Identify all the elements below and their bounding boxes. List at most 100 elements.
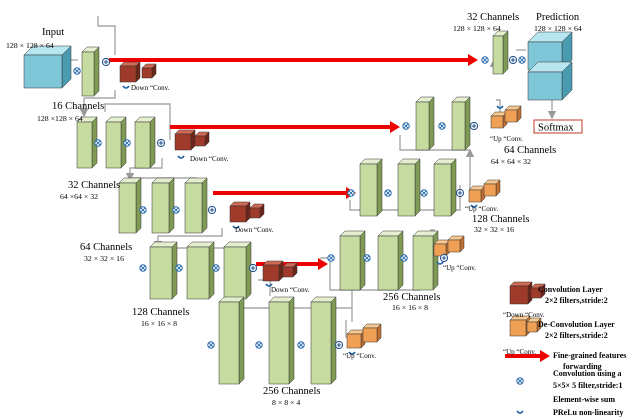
up-conv-label-4: “Up “Conv. (343, 352, 376, 360)
stage5-title: 256 Channels (263, 386, 320, 397)
legend-deconv-caption: “Up “Conv. (503, 348, 536, 356)
prelu-up3 (436, 261, 444, 265)
sum-s2-2 (123, 139, 131, 147)
up4-block-3 (412, 230, 439, 291)
softmax-box (533, 119, 583, 134)
legend-deconv-detail: 2×2 filters,stride:2 (545, 331, 608, 340)
forward-arrow-1 (109, 54, 478, 66)
up-conv-label-2: “Up “Conv. (465, 205, 498, 213)
down-conv-1a (119, 61, 141, 83)
plus-stage1 (101, 57, 111, 67)
up-conv-1a (490, 111, 508, 129)
sum-u2-2 (438, 122, 446, 130)
stage4-block-2 (186, 241, 215, 300)
sum-s4-2 (212, 264, 220, 272)
stage5-block-2 (268, 296, 295, 385)
up1-dims: 128 × 128 × 64 (453, 24, 501, 33)
prediction-dims: 128 × 128 × 64 (534, 24, 582, 33)
up-conv-2a (468, 185, 486, 203)
up3-block-3 (433, 158, 457, 217)
legend-conv-detail: 2×2 filters,stride:2 (545, 296, 608, 305)
up4-dims: 16 × 16 × 8 (392, 303, 428, 312)
prediction-title: Prediction (536, 12, 580, 23)
prelu-down3 (232, 225, 240, 229)
stage4-dims: 16 × 16 × 8 (141, 319, 177, 328)
down-conv-1b (141, 63, 157, 79)
stage1-title: 16 Channels (52, 101, 104, 112)
up3-block-1 (359, 158, 383, 217)
up-conv-2b (483, 179, 501, 197)
sum-u1-out (518, 56, 526, 64)
legend-down-cube-b (530, 283, 546, 299)
prelu-up4 (348, 351, 356, 355)
stage2-title: 32 Channels (68, 180, 120, 191)
stage3-block-1 (118, 177, 142, 234)
down-conv-label-4: Down “Conv. (271, 286, 310, 294)
legend-sum-icon (516, 377, 524, 385)
plus-up3 (455, 188, 465, 198)
sum-s3-1 (139, 206, 147, 214)
up4-title: 256 Channels (383, 292, 440, 303)
prelu-up1 (496, 105, 504, 109)
conn-to-s4 (258, 279, 271, 296)
prelu-down2 (177, 155, 185, 159)
stage2-block-1 (76, 116, 98, 169)
forward-arrow-2 (170, 121, 400, 133)
stage2-dims: 64 ×64 × 32 (60, 192, 98, 201)
legend-up-cube-b (526, 317, 542, 333)
stage5-block-3 (310, 296, 337, 385)
stage2-block-3 (134, 116, 156, 169)
feature-forwarding-arrows (109, 54, 550, 362)
up3-dims: 32 × 32 × 16 (474, 225, 514, 234)
stage5-block-1 (218, 296, 245, 385)
stage5-dims: 8 × 8 × 4 (272, 398, 300, 407)
legend-red-arrow (505, 350, 550, 362)
softmax-label: Softmax (538, 123, 574, 134)
operation-symbols (73, 55, 526, 414)
legend: Convolution Layer 2×2 filters,stride:2 “… (503, 285, 626, 417)
sum-s5-2 (255, 341, 263, 349)
up2-dims: 64 × 64 × 32 (491, 157, 531, 166)
legend-forward-line2: forwarding (563, 362, 602, 371)
prelu-down4 (265, 283, 273, 287)
sum-s5-3 (297, 341, 305, 349)
stage3-title: 64 Channels (80, 242, 132, 253)
sum-u4-1 (327, 254, 335, 262)
prediction-volume-1 (527, 31, 573, 71)
prelu-down1 (122, 85, 130, 89)
legend-conv5-line2: 5×5× 5 filter,stride:1 (553, 381, 622, 390)
sum-input (73, 67, 81, 75)
up4-block-2 (377, 230, 404, 291)
legend-conv-caption: “Down “Conv. (503, 311, 545, 319)
down-conv-2a (174, 129, 196, 151)
down-conv-3b (249, 203, 265, 219)
sum-u1 (481, 56, 489, 64)
sum-s4-0 (139, 264, 147, 272)
stage3-block-3 (184, 177, 208, 234)
legend-down-cube-a (509, 281, 533, 305)
legend-conv-title: Convolution Layer (538, 285, 603, 294)
legend-conv5-line1: Convolution using a (553, 369, 621, 378)
plus-stage3 (207, 205, 217, 215)
down-conv-label-3: Down “Conv. (235, 226, 274, 234)
down-conv-2b (194, 131, 210, 147)
sum-s2-1 (94, 139, 102, 147)
sum-u4-3 (400, 254, 408, 262)
prelu-up2 (470, 204, 478, 208)
input-title: Input (42, 27, 64, 38)
stage3-dims: 32 × 32 × 16 (84, 254, 124, 263)
input-dims: 128 × 128 × 64 (6, 41, 54, 50)
down-conv-4a (262, 260, 284, 282)
sum-s4-1 (175, 264, 183, 272)
network-blocks (23, 30, 573, 385)
down-conv-3a (229, 201, 251, 223)
conn-down1 (84, 90, 116, 99)
up-conv-1b (504, 105, 522, 123)
stage4-block-1 (149, 241, 178, 300)
legend-deconv-title: De-Convolution Layer (538, 320, 615, 329)
up3-block-2 (397, 158, 421, 217)
stage1-dims: 128 ×128 × 64 (37, 114, 83, 123)
input-volume (23, 45, 72, 89)
up-conv-label-1: “Up “Conv. (490, 135, 523, 143)
forward-arrow-3 (213, 187, 356, 199)
